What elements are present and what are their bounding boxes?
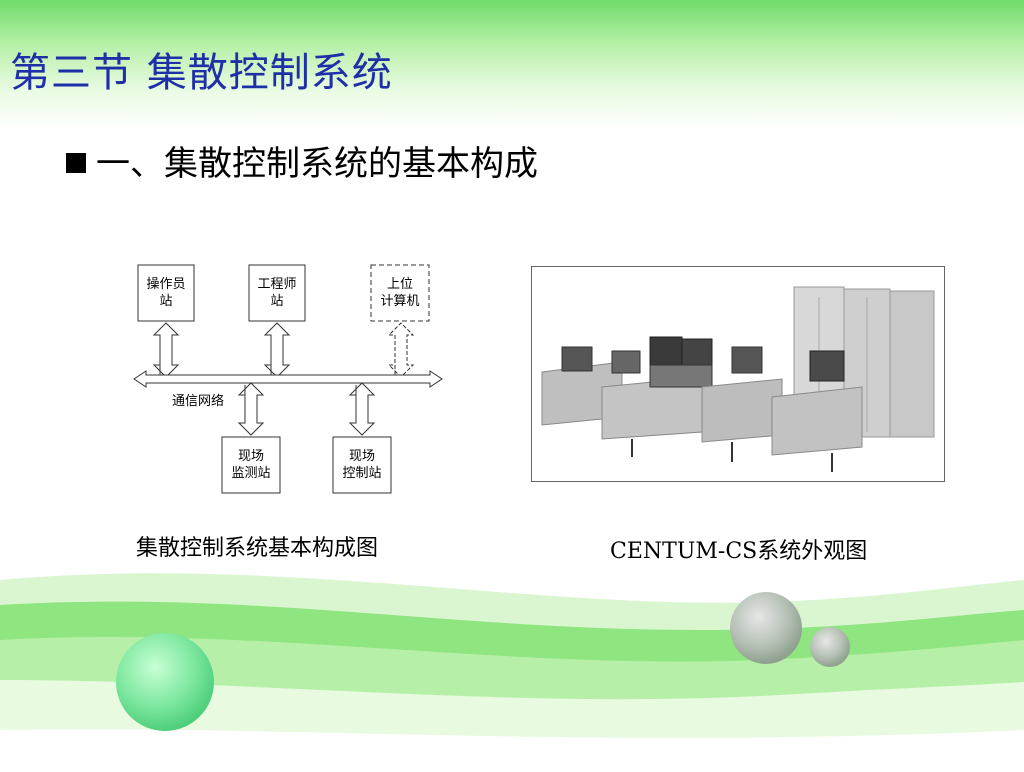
- network-label: 通信网络: [172, 393, 224, 409]
- link-operator-network: [152, 322, 180, 378]
- top-gradient-band: [0, 0, 1024, 130]
- engineer-station-label-1: 工程师: [257, 277, 296, 292]
- link-network-field-control: [348, 382, 376, 436]
- diagram-caption: 集散控制系统基本构成图: [136, 536, 379, 561]
- field-monitor-label-2: 监测站: [231, 466, 270, 481]
- green-bubble-decoration: [116, 633, 214, 731]
- engineer-station-label-2: 站: [270, 294, 283, 309]
- gray-bubble-small-decoration: [810, 627, 850, 667]
- link-upper-network-dashed: [387, 322, 415, 378]
- dcs-structure-diagram: 操作员 站 工程师 站 上位 计算机: [120, 255, 460, 505]
- field-control-label-1: 现场: [349, 449, 375, 464]
- bottom-wave-decoration: [0, 560, 1024, 768]
- bullet-row: 一、集散控制系统的基本构成: [66, 136, 538, 185]
- upper-computer-label-2: 计算机: [380, 294, 419, 309]
- link-network-field-monitor: [237, 382, 265, 436]
- communication-network-bus: [133, 370, 443, 388]
- engineer-station-node: 工程师 站: [248, 264, 306, 322]
- field-control-label-2: 控制站: [342, 466, 381, 481]
- operator-station-label-2: 站: [159, 294, 172, 309]
- section-heading: 一、集散控制系统的基本构成: [96, 144, 538, 184]
- field-control-station-node: 现场 控制站: [332, 436, 392, 494]
- photo-caption: CENTUM-CS系统外观图: [610, 539, 868, 564]
- link-engineer-network: [263, 322, 291, 378]
- operator-station-label-1: 操作员: [146, 276, 185, 292]
- operator-station-node: 操作员 站: [137, 264, 195, 322]
- field-monitor-station-node: 现场 监测站: [221, 436, 281, 494]
- console-illustration: [541, 336, 863, 472]
- upper-computer-node: 上位 计算机: [370, 264, 430, 322]
- square-bullet-icon: [66, 152, 86, 173]
- slide-title: 第三节 集散控制系统: [10, 50, 393, 96]
- centum-cs-photo: [531, 266, 945, 482]
- upper-computer-label-1: 上位: [387, 277, 413, 292]
- field-monitor-label-1: 现场: [238, 449, 264, 464]
- gray-bubble-large-decoration: [730, 592, 802, 664]
